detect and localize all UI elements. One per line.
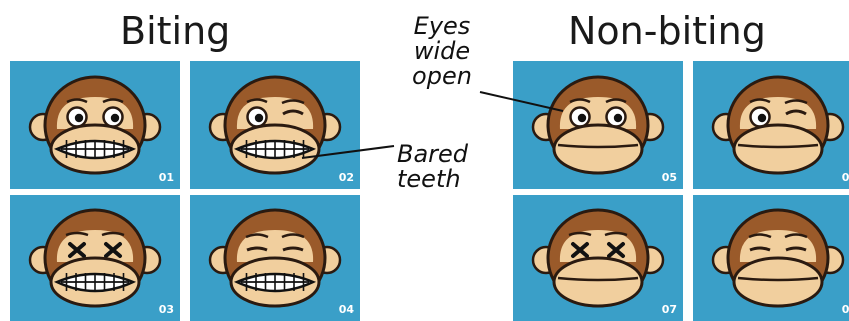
tile-number: 06 [842,171,849,184]
tile-06: 06 [693,61,849,189]
tile-04: 04 [190,195,360,321]
tile-01: 01 [10,61,180,189]
monkey-face-icon [693,61,849,189]
monkey-face-icon [10,195,180,321]
tile-05: 05 [513,61,683,189]
tile-08: 08 [693,195,849,321]
tile-02: 02 [190,61,360,189]
tile-03: 03 [10,195,180,321]
monkey-face-icon [513,61,683,189]
tile-number: 02 [339,171,354,184]
annotation-eyes: Eyes wide open [398,14,486,89]
tile-number: 04 [339,303,354,316]
monkey-face-icon [190,195,360,321]
group-title-non-biting: Non-biting [568,12,766,50]
monkey-face-icon [693,195,849,321]
monkey-face-icon [513,195,683,321]
tile-number: 01 [159,171,174,184]
tile-07: 07 [513,195,683,321]
tile-number: 07 [662,303,677,316]
monkey-face-icon [10,61,180,189]
tile-number: 03 [159,303,174,316]
monkey-face-icon [190,61,360,189]
tile-number: 08 [842,303,849,316]
group-title-biting: Biting [120,12,230,50]
tile-number: 05 [662,171,677,184]
annotation-teeth: Bared teeth [397,142,468,192]
